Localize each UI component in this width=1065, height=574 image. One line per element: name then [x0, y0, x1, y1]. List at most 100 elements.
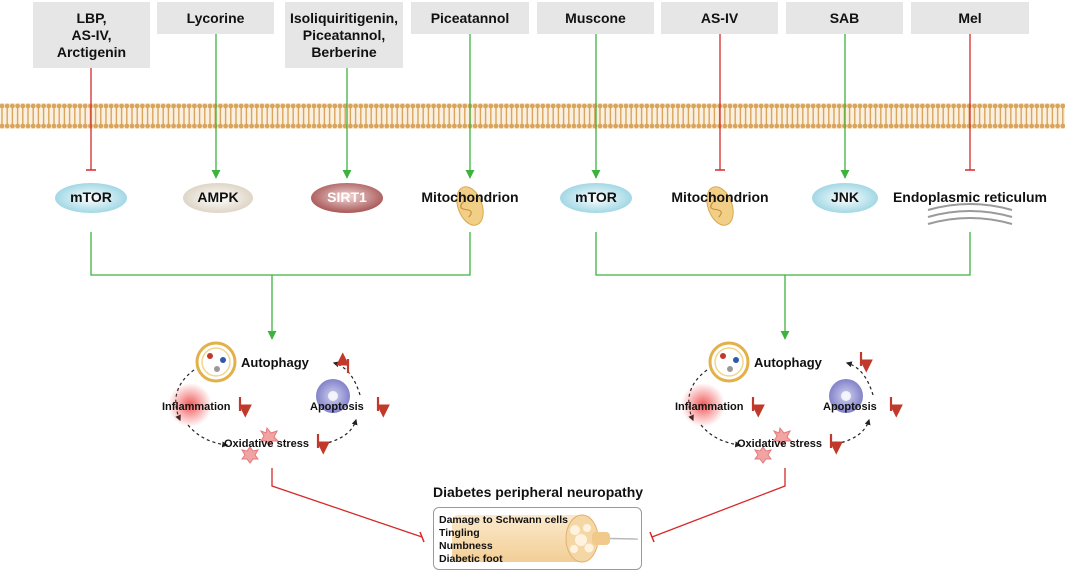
lipid-head — [530, 103, 535, 109]
lipid-head — [868, 123, 873, 129]
lipid-head — [363, 103, 369, 109]
lipid-head — [998, 123, 1003, 129]
lipid-head — [452, 103, 457, 109]
lipid-head — [56, 123, 62, 129]
lipid-head — [836, 103, 842, 109]
lipid-head — [124, 103, 130, 109]
right-convergence-bracket — [595, 232, 971, 276]
lipid-head — [212, 103, 218, 109]
lipid-head — [306, 123, 312, 129]
lipid-head — [296, 103, 301, 109]
lipid-head — [550, 123, 556, 129]
lipid-head — [940, 103, 946, 109]
lipid-head — [202, 103, 208, 109]
lipid-head — [233, 123, 239, 129]
lipid-head — [987, 103, 993, 109]
lipid-head — [795, 103, 800, 109]
lipid-head — [935, 123, 941, 129]
lipid-head — [134, 103, 140, 109]
lipid-head — [654, 103, 660, 109]
lipid-head — [4, 123, 10, 129]
lipid-head — [498, 103, 504, 109]
lipid-head — [337, 103, 343, 109]
left-convergence-bracket — [90, 232, 471, 276]
lipid-head — [686, 123, 691, 129]
lipid-head — [1050, 123, 1055, 129]
right-inflammation-glow — [681, 383, 725, 427]
lipid-head — [441, 103, 447, 109]
lipid-head — [618, 123, 624, 129]
lipid-head — [218, 103, 223, 109]
lipid-head — [946, 103, 951, 109]
symptom-tingling: Tingling — [439, 527, 480, 539]
lipid-head — [405, 103, 410, 109]
lipid-head — [140, 123, 145, 129]
lipid-head — [769, 103, 774, 109]
lipid-head — [732, 103, 738, 109]
lipid-head — [431, 123, 436, 129]
lipid-head — [925, 103, 930, 109]
lipid-head — [992, 103, 998, 109]
lipid-head — [816, 103, 821, 109]
lipid-head — [436, 103, 442, 109]
lipid-head — [1003, 123, 1008, 129]
lipid-head — [535, 103, 540, 109]
lipid-head — [727, 103, 733, 109]
lipid-head — [108, 103, 114, 109]
lipid-head — [0, 103, 5, 109]
lipid-head — [108, 123, 114, 129]
lipid-head — [743, 123, 748, 129]
lipid-head — [394, 123, 400, 129]
lipid-head — [545, 103, 551, 109]
lipid-head — [186, 123, 192, 129]
compound-box-as-iv: AS-IV — [661, 2, 778, 34]
lipid-head — [10, 103, 15, 109]
lipid-head — [556, 123, 561, 129]
inflammation-label-left: Inflammation — [162, 401, 231, 413]
lipid-head — [322, 103, 327, 109]
nerve-fiber-illustration — [452, 514, 639, 563]
lipid-head — [1060, 103, 1065, 109]
lipid-head — [384, 103, 390, 109]
lipid-head — [946, 123, 951, 129]
lipid-head — [212, 123, 218, 129]
lipid-head — [800, 103, 806, 109]
lipid-head — [197, 123, 203, 129]
lipid-head — [379, 103, 384, 109]
lipid-head — [831, 103, 837, 109]
lipid-head — [1055, 103, 1060, 109]
lipid-head — [1024, 103, 1029, 109]
lipid-head — [15, 103, 20, 109]
lipid-head — [0, 123, 5, 129]
lipid-head — [613, 103, 618, 109]
lipid-head — [634, 123, 639, 129]
lipid-head — [753, 103, 759, 109]
lipid-head — [665, 103, 670, 109]
lipid-head — [686, 103, 691, 109]
lipid-head — [207, 103, 213, 109]
lipid-head — [909, 103, 915, 109]
lipid-head — [732, 123, 738, 129]
lipid-head — [420, 103, 426, 109]
symptom-numbness: Numbness — [439, 540, 493, 552]
target-ellipse — [55, 183, 127, 213]
lipid-head — [197, 103, 203, 109]
compound-box-lbp-asiv-arctigenin: LBP, AS-IV, Arctigenin — [33, 2, 150, 68]
lipid-head — [259, 123, 265, 129]
left-oxidative-stress-icon — [240, 426, 280, 464]
lipid-head — [166, 123, 171, 129]
lipid-head — [301, 103, 306, 109]
lipid-head — [30, 103, 36, 109]
lipid-head — [374, 103, 379, 109]
cycle-illustrations — [168, 341, 903, 464]
lipid-head — [639, 103, 644, 109]
lipid-head — [530, 123, 535, 129]
lipid-head — [1018, 123, 1024, 129]
left-inhibition-line — [271, 468, 423, 538]
lipid-head — [181, 103, 187, 109]
lipid-head — [280, 123, 286, 129]
target-label-ampk: AMPK — [197, 189, 239, 205]
lipid-head — [238, 123, 244, 129]
target-shapes — [55, 183, 1013, 226]
lipid-head — [623, 123, 629, 129]
